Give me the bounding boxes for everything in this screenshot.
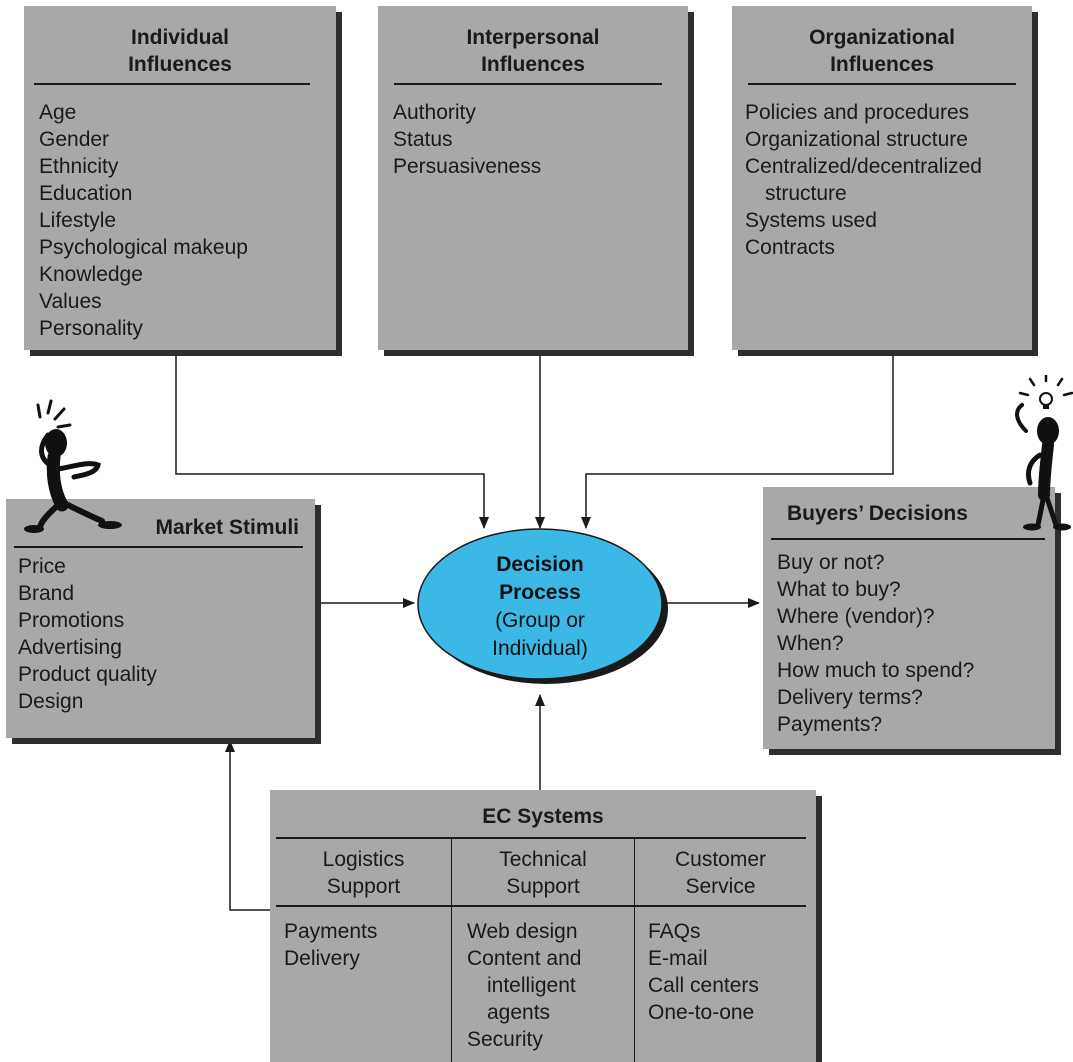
divider <box>276 905 806 907</box>
decision-subtitle-line1: (Group or <box>495 609 585 632</box>
organizational-influences-box: Organizational Influences Policies and p… <box>732 6 1032 350</box>
list-item: Security <box>467 1028 543 1051</box>
decision-title-line2: Process <box>499 581 581 604</box>
list-item: Age <box>39 101 77 124</box>
confused-stick-figure-icon <box>24 399 122 533</box>
list-item: Product quality <box>18 663 157 686</box>
list-item: Gender <box>39 128 110 151</box>
list-item: E-mail <box>648 947 708 970</box>
list-item: When? <box>777 632 844 655</box>
column-divider <box>634 838 635 1062</box>
list-item: Centralized/decentralized <box>745 155 982 178</box>
list-item: structure <box>765 182 847 205</box>
customer-service-header: Customer Service <box>635 846 806 900</box>
header-line: Customer <box>674 848 767 871</box>
list-item: Where (vendor)? <box>777 605 935 628</box>
divider <box>771 538 1045 540</box>
header-line: Service <box>685 875 756 898</box>
list-item: agents <box>487 1001 551 1024</box>
title-line: Influences <box>481 53 585 76</box>
title-line: Organizational <box>809 26 955 49</box>
list-item: Delivery <box>284 947 360 970</box>
market-stimuli-list: Price Brand Promotions Advertising Produ… <box>18 553 157 715</box>
title-line: Individual <box>130 26 229 49</box>
list-item: Personality <box>39 317 143 340</box>
list-item: Education <box>39 182 133 205</box>
list-item: Call centers <box>648 974 759 997</box>
header-line: Technical <box>499 848 587 871</box>
logistics-support-list: Payments Delivery <box>284 918 377 972</box>
header-line: Support <box>326 875 401 898</box>
list-item: Authority <box>393 101 476 124</box>
divider <box>14 546 303 548</box>
organizational-influences-list: Policies and procedures Organizational s… <box>745 99 982 261</box>
decision-title-line1: Decision <box>496 553 584 576</box>
divider <box>276 837 806 839</box>
ec-systems-title: EC Systems <box>482 805 604 828</box>
buyers-decisions-list: Buy or not? What to buy? Where (vendor)?… <box>777 549 974 738</box>
list-item: Advertising <box>18 636 122 659</box>
list-item: Brand <box>18 582 75 605</box>
list-item: FAQs <box>648 920 701 943</box>
technical-support-list: Web design Content and intelligent agent… <box>467 918 581 1053</box>
header-line: Support <box>506 875 580 898</box>
list-item: Price <box>18 555 66 578</box>
title-line: Interpersonal <box>466 26 600 49</box>
divider <box>394 83 662 85</box>
interpersonal-influences-list: Authority Status Persuasiveness <box>393 99 541 180</box>
list-item: Ethnicity <box>39 155 119 178</box>
list-item: Content and <box>467 947 582 970</box>
buyers-decisions-title: Buyers’ Decisions <box>787 502 968 525</box>
list-item: Systems used <box>745 209 877 232</box>
list-item: Values <box>39 290 102 313</box>
decision-subtitle-line2: Individual) <box>492 637 588 660</box>
decision-ellipse-fill <box>417 528 663 680</box>
list-item: Persuasiveness <box>393 155 542 178</box>
decision-process-label: Decision Process (Group or Individual) <box>418 551 662 663</box>
list-item: Lifestyle <box>39 209 117 232</box>
logistics-support-header: Logistics Support <box>276 846 451 900</box>
list-item: Design <box>18 690 84 713</box>
technical-support-header: Technical Support <box>452 846 634 900</box>
header-line: Logistics <box>322 848 405 871</box>
interpersonal-influences-title: Interpersonal Influences <box>378 24 688 78</box>
list-item: Promotions <box>18 609 125 632</box>
list-item: Payments? <box>777 713 883 736</box>
list-item: Delivery terms? <box>777 686 923 709</box>
list-item: What to buy? <box>777 578 901 601</box>
list-item: Contracts <box>745 236 835 259</box>
list-item: Knowledge <box>39 263 143 286</box>
list-item: intelligent <box>487 974 576 997</box>
individual-influences-title: Individual Influences <box>24 24 336 78</box>
customer-service-list: FAQs E-mail Call centers One-to-one <box>648 918 759 1026</box>
list-item: Organizational structure <box>745 128 968 151</box>
list-item: Payments <box>284 920 378 943</box>
list-item: Status <box>393 128 453 151</box>
list-item: One-to-one <box>648 1001 755 1024</box>
list-item: Policies and procedures <box>745 101 970 124</box>
individual-influences-box: Individual Influences Age Gender Ethnici… <box>24 6 336 350</box>
list-item: How much to spend? <box>777 659 975 682</box>
list-item: Web design <box>467 920 578 943</box>
interpersonal-influences-box: Interpersonal Influences Authority Statu… <box>378 6 688 350</box>
divider <box>748 83 1016 85</box>
arrow-ec-to-market <box>225 740 270 911</box>
organizational-influences-title: Organizational Influences <box>732 24 1032 78</box>
ec-systems-box: EC Systems Logistics Support Technical S… <box>270 790 816 1062</box>
idea-stick-figure-icon <box>1015 375 1073 531</box>
individual-influences-list: Age Gender Ethnicity Education Lifestyle… <box>39 99 248 342</box>
title-line: Influences <box>128 53 232 76</box>
title-line: Influences <box>830 53 934 76</box>
decision-process-ellipse <box>417 528 668 684</box>
list-item: Buy or not? <box>777 551 885 574</box>
list-item: Psychological makeup <box>39 236 248 259</box>
buyers-decisions-box: Buyers’ Decisions Buy or not? What to bu… <box>763 487 1055 749</box>
market-stimuli-title: Market Stimuli <box>155 516 299 539</box>
divider <box>34 83 310 85</box>
column-divider <box>451 838 452 1062</box>
